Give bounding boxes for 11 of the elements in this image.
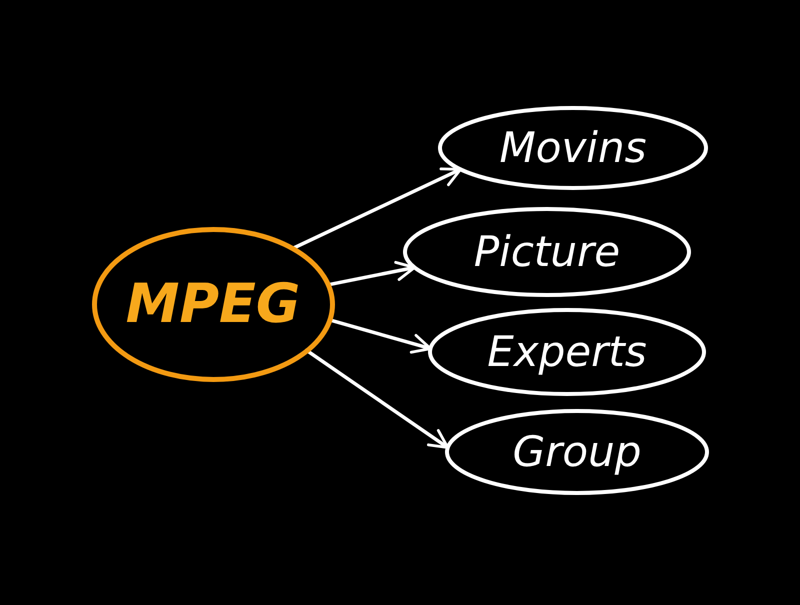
oval-node — [445, 409, 709, 495]
oval-node — [428, 308, 706, 396]
arrow — [291, 168, 462, 250]
oval-node — [438, 106, 708, 190]
node-label: Experts — [487, 331, 647, 373]
oval-node — [92, 226, 334, 382]
node-label: Movins — [500, 127, 646, 169]
node-label: Group — [512, 431, 642, 473]
node-label: Picture — [474, 231, 620, 273]
oval-node — [403, 207, 691, 297]
node-label: MPEG — [126, 277, 300, 331]
